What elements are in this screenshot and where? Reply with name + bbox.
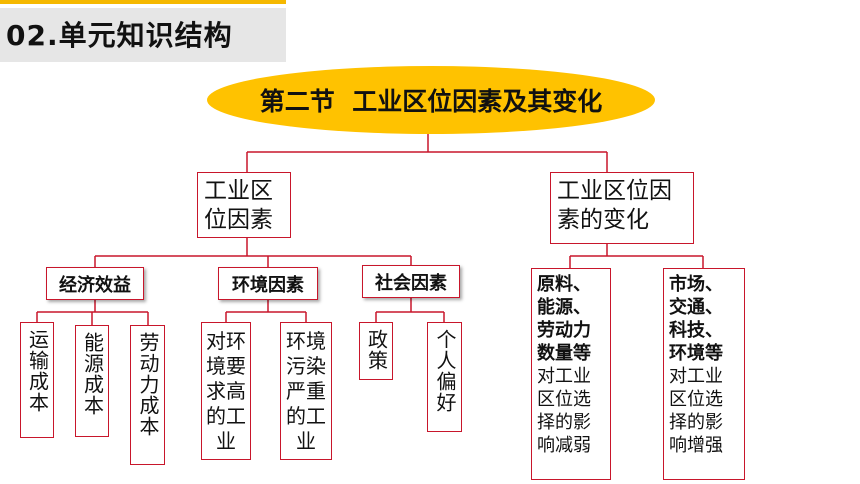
leaf-transport-cost: 运输成本 <box>20 322 54 438</box>
root-node-label: 第二节 工业区位因素及其变化 <box>259 87 603 116</box>
leaf-high-env-requirement: 对环境要求高的工业 <box>201 322 251 460</box>
top-accent-bar <box>0 0 286 4</box>
category-environment: 环境因素 <box>218 267 318 300</box>
right-branch-node: 工业区位因 素的变化 <box>550 172 694 244</box>
leaf-personal-preference: 个人偏好 <box>427 322 462 432</box>
page-title: 02.单元知识结构 <box>6 19 233 52</box>
left-branch-node: 工业区 位因素 <box>197 172 291 238</box>
header-banner <box>0 8 286 62</box>
leaf-labor-cost: 劳动力成本 <box>130 325 165 465</box>
leaf-heavy-pollution: 环境污染严重的工业 <box>280 322 332 460</box>
leaf-energy-cost: 能源成本 <box>75 325 109 437</box>
leaf-strengthening-factors: 市场、 交通、 科技、 环境等 对工业 区位选 择的影 响增强 <box>663 268 745 480</box>
leaf-weakening-factors: 原料、 能源、 劳动力 数量等 对工业 区位选 择的影 响减弱 <box>531 268 611 480</box>
category-social: 社会因素 <box>362 265 460 298</box>
category-economic: 经济效益 <box>46 267 144 300</box>
leaf-policy: 政策 <box>359 322 393 380</box>
root-ellipse <box>207 66 655 134</box>
